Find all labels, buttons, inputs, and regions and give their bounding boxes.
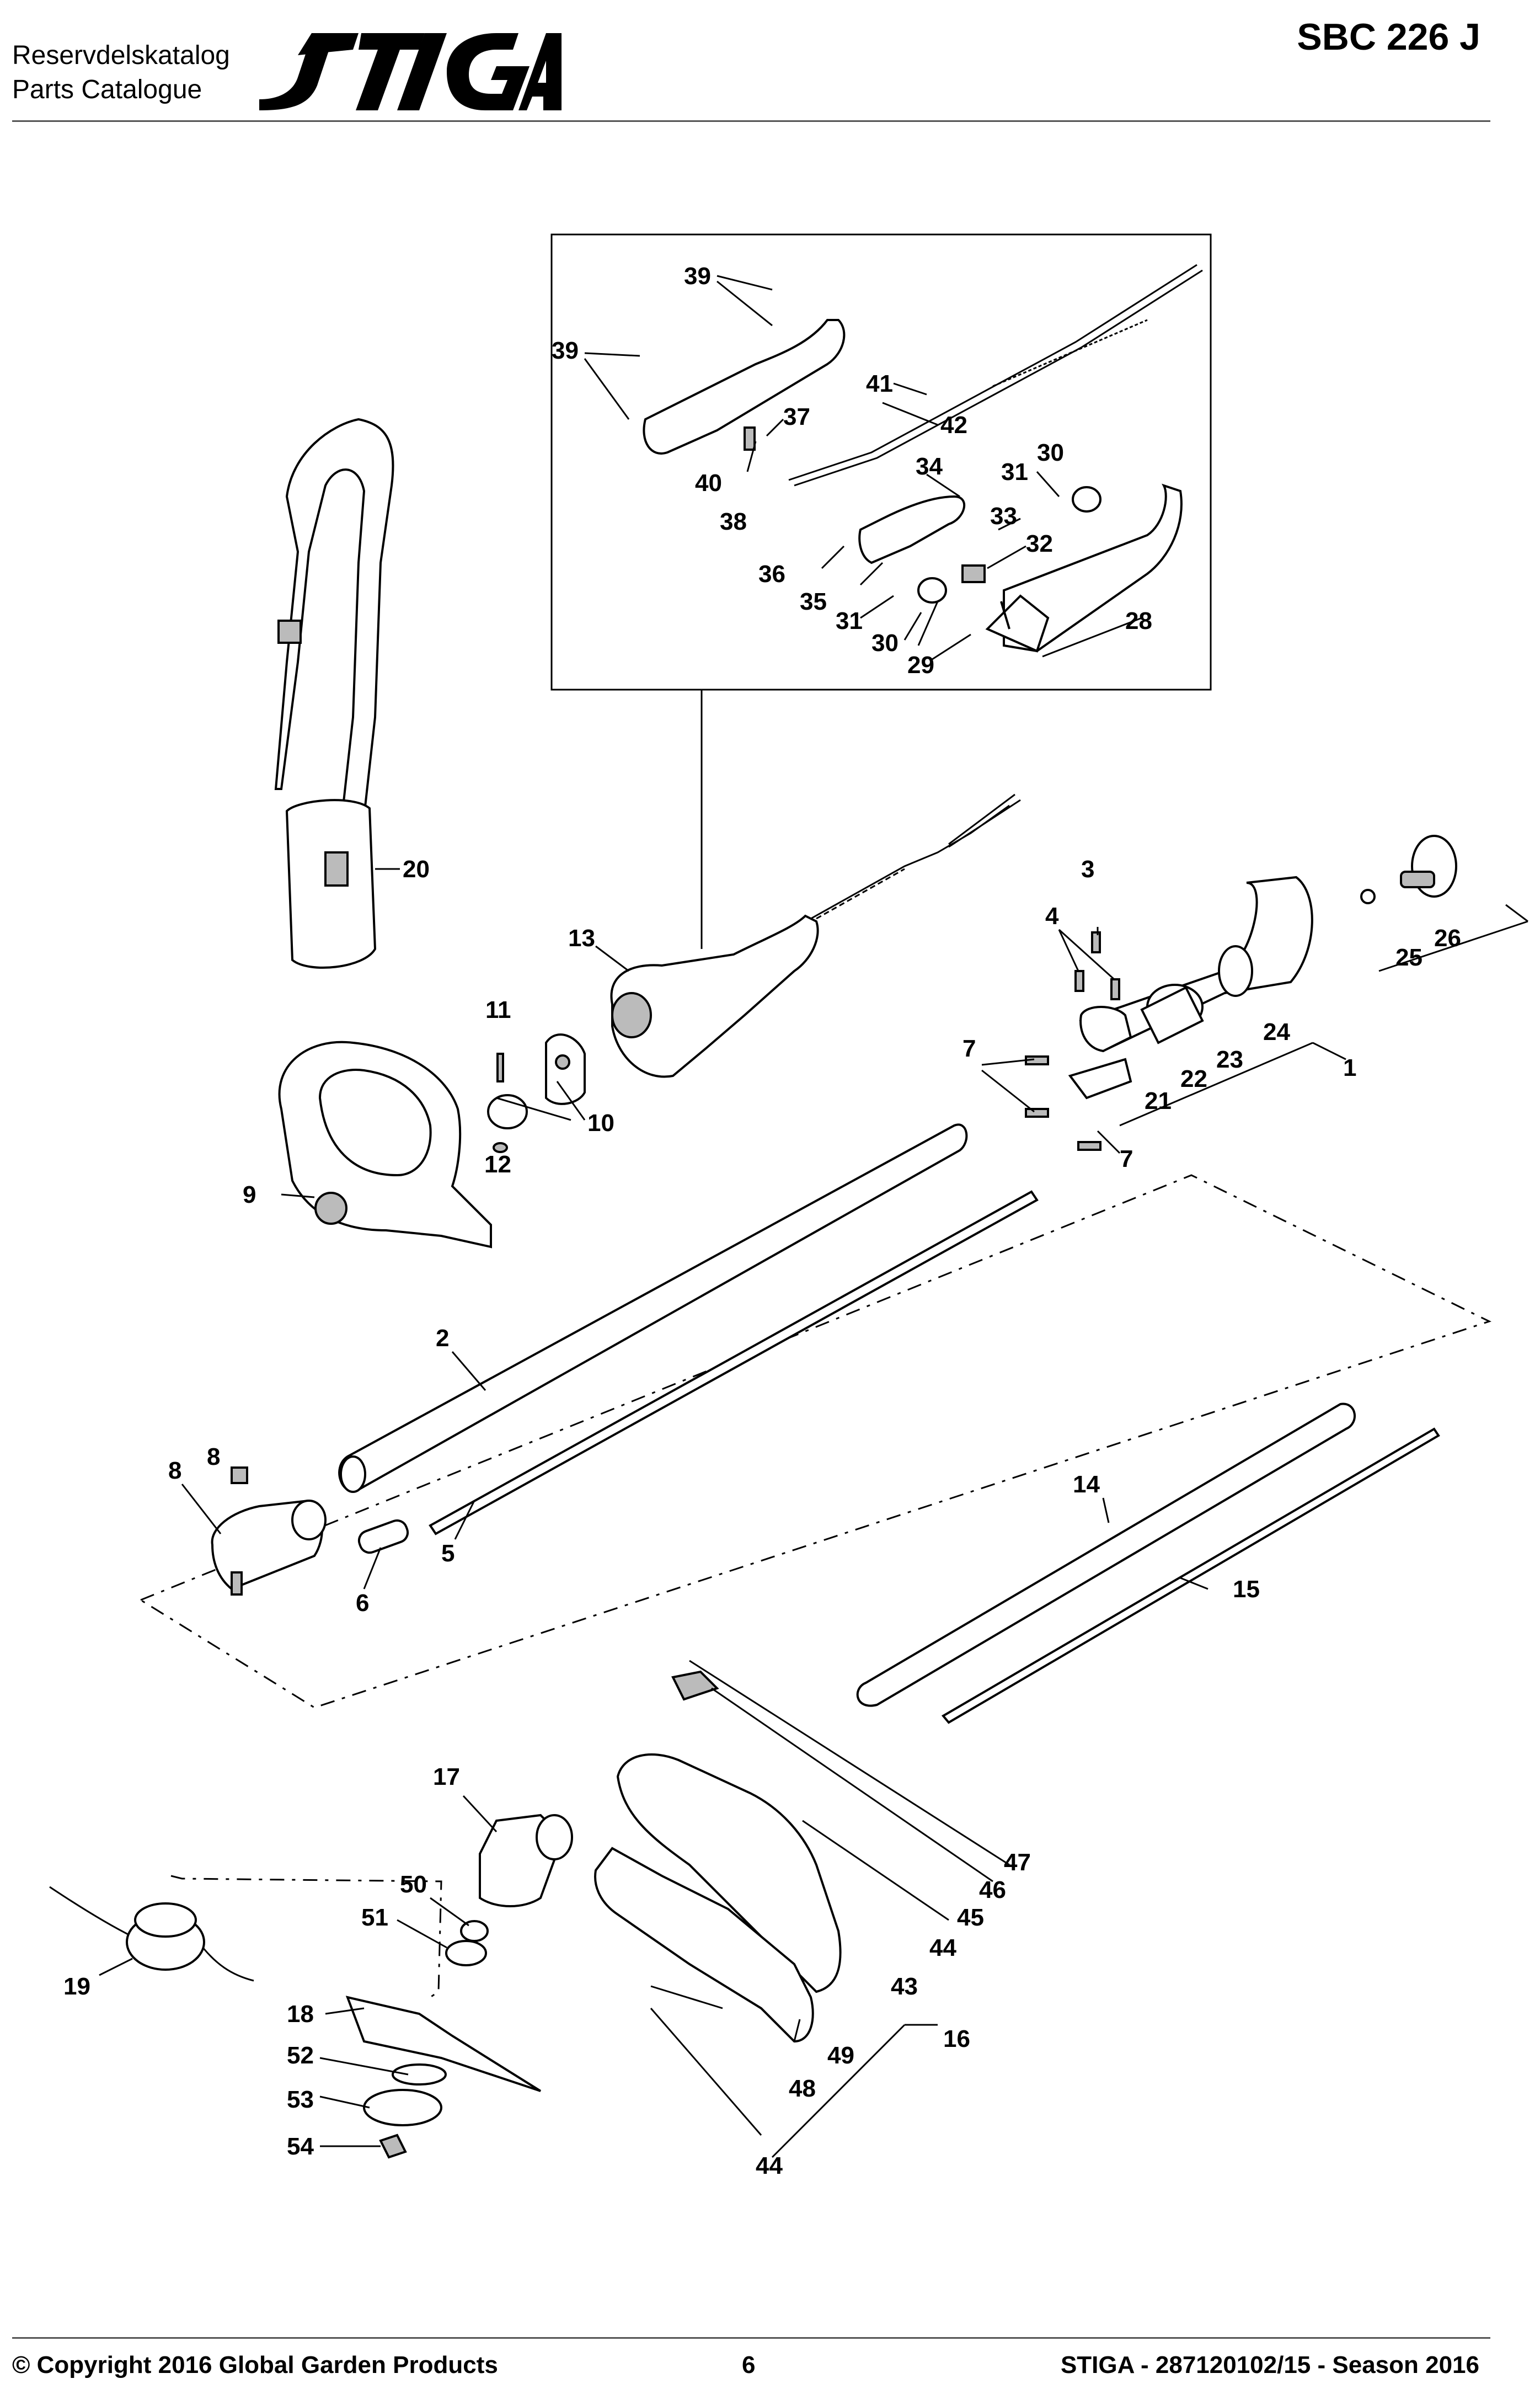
- callout-17: 16: [943, 2025, 970, 2052]
- callout-27: 26: [1434, 925, 1461, 952]
- callout-45: 45: [957, 1904, 984, 1931]
- callout-16: 15: [1233, 1576, 1260, 1603]
- callout-9: 8: [207, 1443, 220, 1470]
- shaft-coupling: [357, 1519, 409, 1554]
- loop-handle: [278, 1041, 492, 1249]
- callout-52: 52: [287, 2042, 314, 2069]
- callout-42: 42: [940, 412, 967, 439]
- callout-6: 6: [356, 1590, 369, 1617]
- callout-31a: 31: [1001, 458, 1028, 486]
- callout-22: 21: [1145, 1087, 1172, 1114]
- callout-37: 37: [783, 403, 810, 430]
- callout-39b: 39: [552, 337, 579, 364]
- catalog-title-en: Parts Catalogue: [12, 75, 202, 104]
- head-assembly-outline: [170, 1875, 442, 1998]
- callout-32: 32: [1026, 530, 1053, 557]
- callout-49: 49: [827, 2042, 854, 2069]
- callout-46: 46: [979, 1876, 1006, 1903]
- callout-15: 14: [1073, 1471, 1100, 1498]
- extension-shaft: [941, 1427, 1440, 1724]
- callout-14: 13: [568, 925, 595, 952]
- callout-2: 2: [436, 1325, 449, 1352]
- callout-21: 20: [403, 856, 430, 883]
- callout-7a: 7: [962, 1035, 976, 1062]
- handle-detail-box: [550, 233, 1212, 691]
- callout-3: 3: [1081, 856, 1094, 883]
- callout-30b: 30: [871, 630, 899, 657]
- extension-tube: [856, 1402, 1356, 1707]
- callout-29: 29: [907, 652, 934, 679]
- footer-copyright: © Copyright 2016 Global Garden Products: [12, 2351, 498, 2378]
- blade-nut: [379, 2134, 407, 2159]
- callout-34: 34: [916, 453, 943, 480]
- callout-24: 23: [1216, 1046, 1243, 1073]
- callout-54: 54: [287, 2133, 314, 2160]
- callout-43: 43: [891, 1973, 918, 2000]
- footer-doc-ref: STIGA - 287120102/15 - Season 2016: [1060, 2351, 1479, 2378]
- callout-53: 53: [287, 2086, 314, 2113]
- callout-28: 28: [1125, 607, 1152, 634]
- blade-washer: [392, 2063, 447, 2086]
- callout-40: 40: [695, 470, 722, 497]
- callout-7b: 7: [1120, 1145, 1133, 1172]
- trimmer-head: [49, 1886, 254, 1982]
- callout-31b: 31: [836, 607, 863, 634]
- callout-35: 35: [800, 588, 827, 615]
- callout-50: 50: [400, 1871, 427, 1898]
- part-callouts: 39 39 41 37 42 30 34 31 40 38 33 32 36 3…: [63, 263, 1461, 2179]
- callout-12: 11: [485, 996, 511, 1023]
- callout-8: 8: [168, 1457, 181, 1484]
- cutting-guard: [594, 1670, 842, 2043]
- callout-4: 4: [1045, 903, 1059, 930]
- callout-18: 17: [433, 1763, 460, 1790]
- callout-38: 38: [720, 508, 747, 535]
- catalog-title: Reservdelskatalog Parts Catalogue: [12, 39, 230, 107]
- callout-33: 33: [990, 503, 1017, 530]
- drive-assembly-outline: [138, 1174, 1491, 1709]
- engine-connector: [1025, 835, 1457, 1151]
- leader-lines: [99, 275, 1528, 2158]
- tube-clamp: [211, 1466, 327, 1596]
- callout-26: 25: [1395, 944, 1423, 971]
- blade-cover: [363, 2089, 442, 2126]
- stiga-logo: [259, 33, 562, 110]
- callout-23: 22: [1180, 1065, 1207, 1092]
- footer-rule: [12, 2337, 1490, 2339]
- callout-39a: 39: [684, 263, 711, 290]
- handle-housing-parts: [643, 264, 1203, 653]
- callout-47: 47: [1004, 1849, 1031, 1876]
- callout-48: 48: [789, 2075, 816, 2102]
- drive-shaft: [429, 1190, 1039, 1535]
- callout-20: 19: [63, 1973, 90, 2000]
- handle-clamp: [487, 1033, 586, 1153]
- callout-11: 10: [587, 1110, 614, 1137]
- shoulder-strap: [274, 418, 394, 969]
- callout-44a: 44: [929, 1934, 956, 1961]
- bevel-gearbox: [445, 1814, 573, 1966]
- callout-41: 41: [866, 370, 893, 397]
- catalog-title-sv: Reservdelskatalog: [12, 41, 230, 70]
- callout-36: 36: [758, 561, 785, 588]
- callout-1: 1: [1343, 1054, 1356, 1081]
- callout-51: 51: [361, 1904, 388, 1931]
- model-number: SBC 226 J: [1297, 16, 1480, 58]
- callout-30a: 30: [1037, 439, 1064, 466]
- throttle-handle: [610, 793, 1021, 1078]
- header-rule: [12, 120, 1490, 122]
- footer-page-number: 6: [742, 2351, 756, 2378]
- callout-13: 12: [484, 1151, 511, 1178]
- callout-44b: 44: [756, 2152, 783, 2179]
- cutting-blade: [345, 1996, 542, 2092]
- callout-5: 5: [441, 1540, 454, 1567]
- callout-10: 9: [243, 1181, 256, 1208]
- callout-25: 24: [1263, 1018, 1290, 1046]
- drive-tube: [338, 1123, 968, 1493]
- callout-19: 18: [287, 2001, 314, 2028]
